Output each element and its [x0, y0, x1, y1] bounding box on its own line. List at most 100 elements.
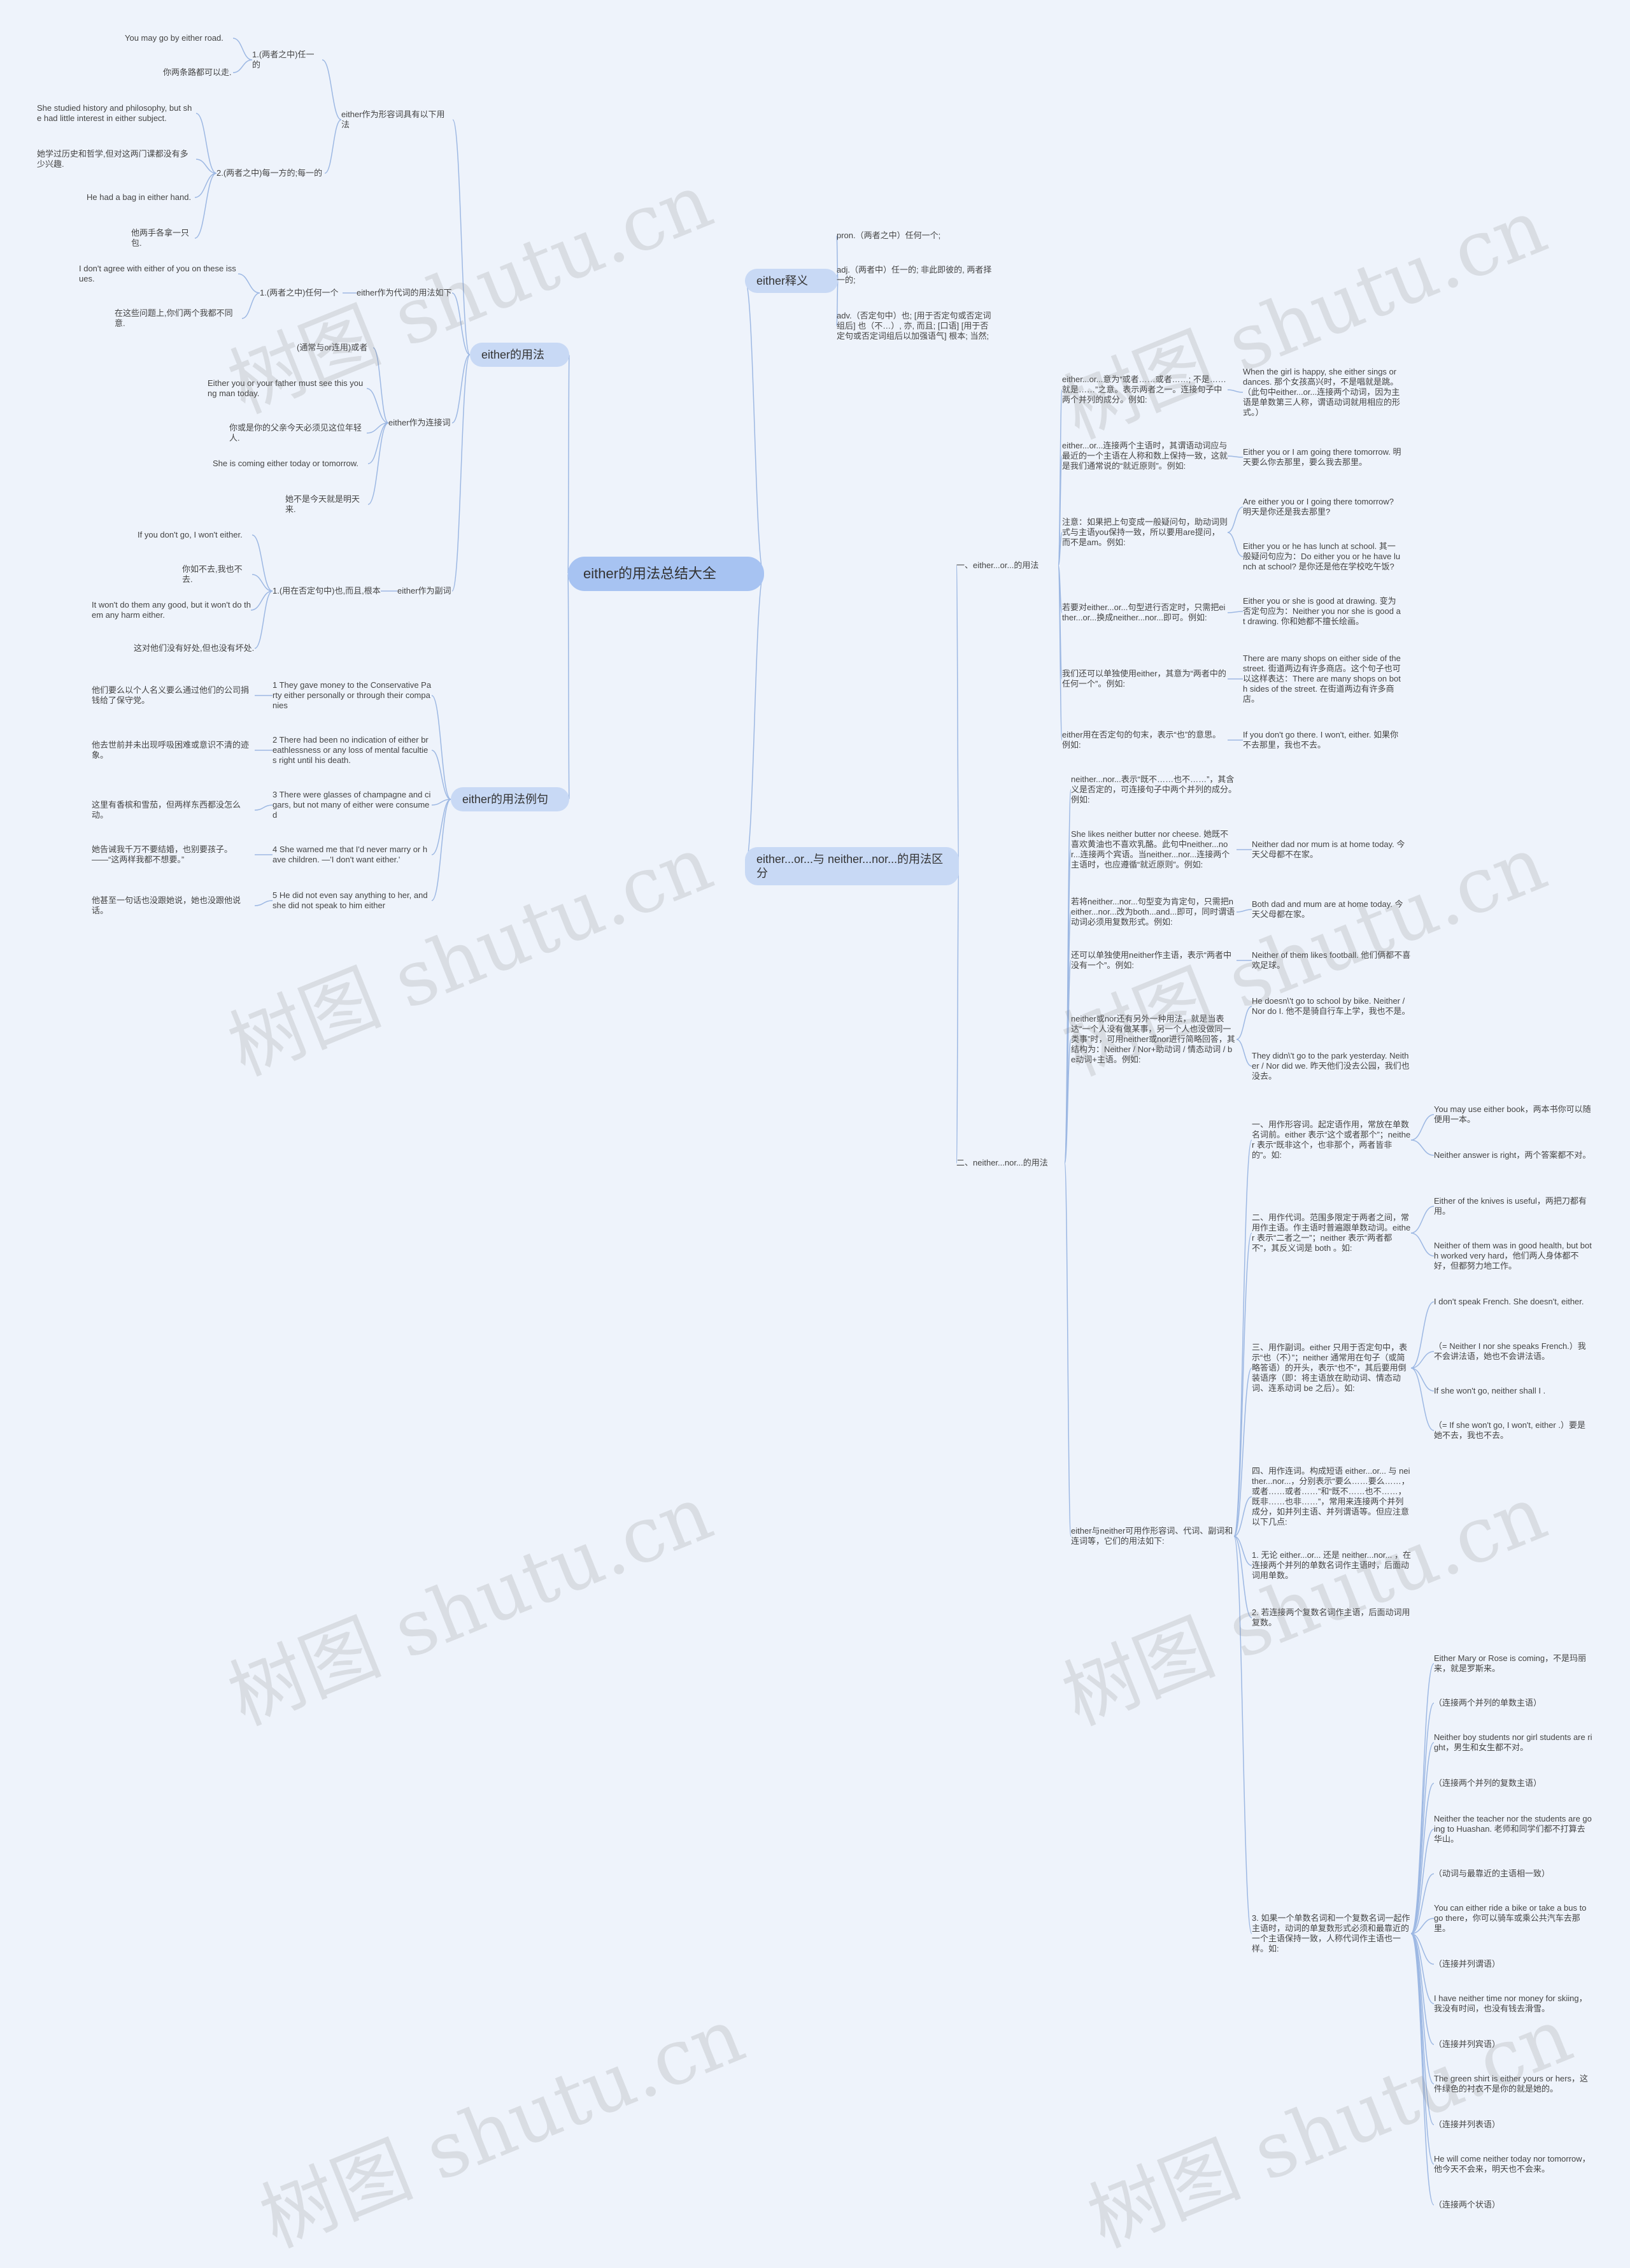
topic-node[interactable]: 他甚至一句话也没跟她说，她也没跟他说话。 — [92, 895, 241, 915]
topic-node[interactable]: The green shirt is either yours or hers，… — [1434, 2074, 1589, 2093]
connector — [431, 695, 451, 800]
topic-node[interactable]: neither或nor还有另外一种用法，就是当表达“一个人没有做某事，另一个人也… — [1071, 1014, 1235, 1064]
topic-node[interactable]: （连接两个并列的单数主语） — [1434, 1698, 1542, 1708]
topic-node[interactable]: Either you or he has lunch at school. 其一… — [1243, 541, 1401, 571]
topic-node[interactable]: If she won't go, neither shall I . — [1434, 1386, 1546, 1395]
topic-node[interactable]: Either you or I am going there tomorrow.… — [1243, 447, 1401, 467]
topic-node[interactable]: either作为副词 — [397, 586, 451, 596]
topic-node[interactable]: If you don't go there. I won't, either. … — [1243, 730, 1399, 750]
topic-node[interactable]: （连接两个状语） — [1434, 2200, 1501, 2209]
topic-node[interactable]: either...or...连接两个主语时，其谓语动词应与最近的一个主语在人称和… — [1062, 441, 1228, 471]
topic-node[interactable]: 他们要么以个人名义要么通过他们的公司捐钱给了保守党。 — [92, 685, 250, 705]
topic-node[interactable]: either作为形容词具有以下用法 — [341, 110, 445, 129]
topic-node[interactable]: 他去世前并未出现呼吸困难或意识不清的迹象。 — [92, 740, 250, 760]
topic-node[interactable]: They didn\'t go to the park yesterday. N… — [1252, 1051, 1410, 1081]
topic-node[interactable]: 1.(用在否定句中)也,而且,根本 — [273, 586, 381, 596]
topic-node[interactable]: Neither of them likes football. 他们俩都不喜欢足… — [1252, 950, 1411, 970]
topic-node[interactable]: adj.（两者中）任一的; 非此即彼的, 两者择一的; — [837, 265, 992, 285]
topic-node[interactable]: 注意：如果把上句变成一般疑问句，助动词则式与主语you保持一致，所以要用are提… — [1062, 517, 1228, 547]
topic-node[interactable]: either...or...意为“或者……或者……; 不是……就是……”之意。表… — [1062, 374, 1226, 404]
topic-node[interactable]: Either you or she is good at drawing. 变为… — [1243, 596, 1401, 626]
topic-node[interactable]: I don't speak French. She doesn't, eithe… — [1434, 1297, 1584, 1306]
topic-node[interactable]: You may use either book，两本书你可以随便用一本。 — [1434, 1104, 1591, 1124]
topic-node[interactable]: Either of the knives is useful，两把刀都有用。 — [1434, 1196, 1587, 1216]
branch-topic[interactable]: either释义 — [745, 269, 838, 293]
topic-node[interactable]: 1.(两者之中)任一的 — [252, 50, 315, 69]
topic-node[interactable]: 二、用作代词。范围多限定于两者之间，常用作主语。作主语时普遍跟单数动词。eith… — [1252, 1213, 1411, 1253]
topic-node[interactable]: Neither the teacher nor the students are… — [1434, 1814, 1592, 1844]
topic-node[interactable]: 一、用作形容词。起定语作用，常放在单数名词前。either 表示“这个或者那个”… — [1252, 1120, 1411, 1160]
topic-node[interactable]: He doesn\'t go to school by bike. Neithe… — [1252, 996, 1410, 1016]
topic-node[interactable]: 1 They gave money to the Conservative Pa… — [273, 680, 432, 710]
topic-node[interactable]: 你或是你的父亲今天必须见这位年轻人. — [229, 423, 362, 443]
topic-node[interactable]: She is coming either today or tomorrow. — [213, 459, 359, 468]
topic-node[interactable]: 4 She warned me that I'd never marry or … — [273, 845, 428, 864]
topic-node[interactable]: Are either you or I going there tomorrow… — [1243, 497, 1394, 517]
topic-node[interactable]: either用在否定句的句末，表示“也”的意思。例如: — [1062, 730, 1221, 750]
topic-node[interactable]: Neither answer is right，两个答案都不对。 — [1434, 1150, 1591, 1160]
topic-node[interactable]: 若将neither...nor...句型变为肯定句，只需把neither...n… — [1071, 897, 1235, 927]
topic-node[interactable]: 你如不去,我也不去. — [182, 564, 243, 584]
root-topic[interactable]: either的用法总结大全 — [568, 557, 764, 591]
topic-node[interactable]: If you don't go, I won't either. — [138, 530, 243, 539]
topic-node[interactable]: （= Neither I nor she speaks French.）我不会讲… — [1434, 1341, 1586, 1361]
topic-node[interactable]: 3. 如果一个单数名词和一个复数名词一起作主语时，动词的单复数形式必须和最靠近的… — [1252, 1913, 1410, 1953]
topic-node[interactable]: Neither dad nor mum is at home today. 今天… — [1252, 839, 1405, 859]
topic-node[interactable]: 她学过历史和哲学,但对这两门课都没有多少兴趣. — [37, 149, 188, 169]
topic-node[interactable]: （连接并列谓语） — [1434, 1959, 1501, 1969]
topic-node[interactable]: 他两手各拿一只包. — [131, 228, 190, 248]
topic-node[interactable]: He will come neither today nor tomorrow，… — [1434, 2154, 1591, 2174]
topic-node[interactable]: 她不是今天就是明天来. — [285, 494, 360, 514]
topic-node[interactable]: It won't do them any good, but it won't … — [92, 600, 251, 620]
topic-node[interactable]: Either Mary or Rose is coming，不是玛丽来，就是罗斯… — [1434, 1653, 1587, 1673]
topic-node[interactable]: I don't agree with either of you on thes… — [79, 264, 236, 283]
topic-node[interactable]: 2. 若连接两个复数名词作主语，后面动词用复数。 — [1252, 1608, 1410, 1627]
topic-node[interactable]: 若要对either...or...句型进行否定时，只需把either...or.… — [1062, 603, 1226, 622]
topic-node[interactable]: （连接并列表语） — [1434, 2120, 1501, 2129]
topic-node[interactable]: pron.（两者之中）任何一个; — [837, 231, 941, 240]
topic-node[interactable]: There are many shops on either side of t… — [1243, 653, 1401, 704]
topic-node[interactable]: 三、用作副词。either 只用于否定句中，表示“也（不）”；neither 通… — [1252, 1343, 1408, 1393]
topic-node[interactable]: She likes neither butter nor cheese. 她既不… — [1071, 829, 1230, 869]
topic-node[interactable]: I have neither time nor money for skiing… — [1434, 1993, 1587, 2013]
topic-node[interactable]: 2 There had been no indication of either… — [273, 735, 429, 765]
topic-node[interactable]: either作为代词的用法如下 — [357, 288, 452, 297]
topic-node[interactable]: Either you or your father must see this … — [208, 378, 364, 398]
topic-node[interactable]: 还可以单独使用neither作主语，表示“两者中没有一个”。例如: — [1071, 950, 1232, 970]
topic-node[interactable]: either与neither可用作形容词、代词、副词和连词等，它们的用法如下: — [1071, 1526, 1233, 1546]
topic-node[interactable]: 这里有香槟和雪茄，但两样东西都没怎么动。 — [92, 800, 241, 820]
topic-node[interactable]: adv.（否定句中）也; [用于否定句或否定词组后] 也（不…）, 亦, 而且;… — [837, 311, 991, 341]
topic-node[interactable]: 1. 无论 either...or... 还是 neither...nor...… — [1252, 1550, 1411, 1580]
branch-topic[interactable]: either的用法例句 — [451, 787, 569, 811]
topic-node[interactable]: When the girl is happy, she either sings… — [1243, 367, 1401, 417]
topic-node[interactable]: （动词与最靠近的主语相一致） — [1434, 1869, 1550, 1878]
topic-node[interactable]: (通常与or连用)或者 — [297, 343, 368, 352]
topic-node[interactable]: 她告诫我千万不要结婚，也别要孩子。——“这两样我都不想要。” — [92, 845, 233, 864]
topic-node[interactable]: 我们还可以单独使用either，其意为“两者中的任何一个”。例如: — [1062, 669, 1226, 688]
topic-node[interactable]: You can either ride a bike or take a bus… — [1434, 1903, 1587, 1933]
topic-node[interactable]: 1.(两者之中)任何一个 — [260, 288, 339, 297]
topic-node[interactable]: （= If she won't go, I won't, either .）要是… — [1434, 1420, 1585, 1440]
topic-node[interactable]: 5 He did not even say anything to her, a… — [273, 890, 428, 910]
branch-topic[interactable]: either的用法 — [470, 343, 569, 367]
topic-node[interactable]: 四、用作连词。构成短语 either...or... 与 neither...n… — [1252, 1466, 1410, 1527]
topic-node[interactable]: （连接并列宾语） — [1434, 2039, 1501, 2049]
topic-node[interactable]: 一、either...or...的用法 — [956, 560, 1039, 570]
topic-node[interactable]: 你两条路都可以走. — [163, 68, 232, 77]
topic-node[interactable]: 2.(两者之中)每一方的;每一的 — [216, 168, 323, 178]
topic-node[interactable]: Both dad and mum are at home today. 今天父母… — [1252, 899, 1403, 919]
topic-node[interactable]: Neither boy students nor girl students a… — [1434, 1732, 1592, 1752]
topic-node[interactable]: 二、neither...nor...的用法 — [956, 1158, 1048, 1167]
topic-node[interactable]: 这对他们没有好处,但也没有坏处. — [134, 643, 255, 653]
topic-node[interactable]: 在这些问题上,你们两个我都不同意. — [115, 308, 233, 328]
branch-topic[interactable]: either...or...与 neither...nor...的用法区分 — [745, 847, 959, 885]
topic-node[interactable]: 3 There were glasses of champagne and ci… — [273, 790, 431, 820]
topic-node[interactable]: neither...nor...表示“既不……也不……”，其含义是否定的，可连接… — [1071, 774, 1237, 804]
topic-node[interactable]: You may go by either road. — [125, 33, 223, 43]
topic-node[interactable]: He had a bag in either hand. — [87, 192, 192, 202]
topic-node[interactable]: Neither of them was in good health, but … — [1434, 1241, 1592, 1271]
connector — [1410, 1873, 1435, 1934]
topic-node[interactable]: either作为连接词 — [388, 418, 451, 427]
topic-node[interactable]: （连接两个并列的复数主语） — [1434, 1778, 1542, 1788]
topic-node[interactable]: She studied history and philosophy, but … — [37, 103, 192, 123]
